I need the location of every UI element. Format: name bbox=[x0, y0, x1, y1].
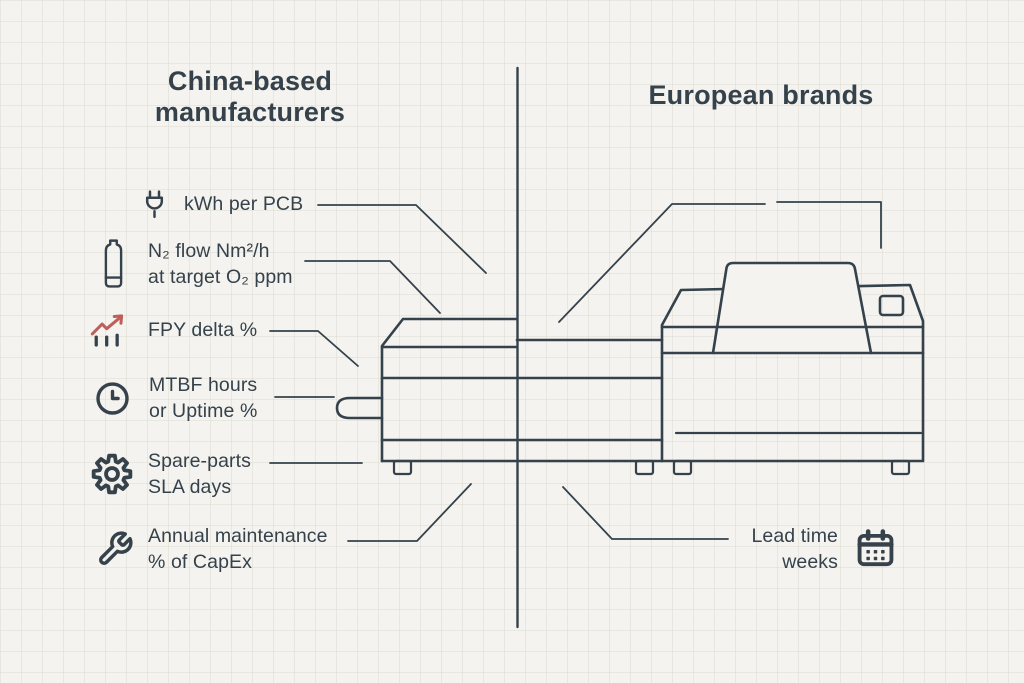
wrench-icon bbox=[99, 531, 133, 565]
reflow-oven-machine bbox=[335, 261, 925, 476]
calendar-icon bbox=[857, 529, 894, 567]
metric-label-line2: weeks bbox=[782, 551, 838, 573]
metric-label-line1: Spare-parts bbox=[148, 450, 251, 472]
metric-label: Spare-parts SLA days bbox=[148, 448, 251, 500]
gear-icon bbox=[91, 453, 133, 495]
metric-fpy-delta: FPY delta % bbox=[88, 313, 257, 347]
metric-label-line1: N₂ flow Nm²/h bbox=[148, 240, 270, 262]
metric-spare-parts-sla: Spare-parts SLA days bbox=[91, 448, 251, 500]
metric-label-line2: % of CapEx bbox=[148, 551, 252, 573]
leader-euro-diagonal bbox=[558, 203, 766, 323]
metric-annual-maintenance: Annual maintenance % of CapEx bbox=[96, 523, 328, 575]
machine-display-panel bbox=[878, 294, 905, 317]
metric-label: N₂ flow Nm²/h at target O₂ ppm bbox=[148, 238, 293, 290]
leader-lines bbox=[269, 201, 882, 542]
plug-icon bbox=[145, 189, 164, 218]
machine-feet bbox=[392, 459, 911, 476]
metric-n2-flow: N₂ flow Nm²/h at target O₂ ppm bbox=[100, 238, 293, 290]
metric-label-line2: SLA days bbox=[148, 476, 232, 498]
metric-kwh-per-pcb: kWh per PCB bbox=[141, 188, 303, 220]
metric-label-line1: Annual maintenance bbox=[148, 525, 328, 547]
leader-fpy bbox=[269, 330, 359, 367]
metric-label: Lead time weeks bbox=[751, 523, 838, 575]
metric-mtbf: MTBF hours or Uptime % bbox=[94, 372, 257, 424]
machine-right-body bbox=[660, 283, 925, 463]
metric-label: FPY delta % bbox=[148, 319, 258, 341]
leader-maint bbox=[347, 483, 472, 542]
metric-label: MTBF hours or Uptime % bbox=[149, 372, 257, 424]
metric-label: Annual maintenance % of CapEx bbox=[148, 523, 328, 575]
metric-label-line2: or Uptime % bbox=[149, 400, 258, 422]
metric-label-line1: MTBF hours bbox=[149, 374, 258, 396]
metric-label: kWh per PCB bbox=[184, 193, 304, 215]
clock-icon bbox=[96, 381, 129, 415]
trend-chart-icon bbox=[90, 314, 124, 347]
leader-lead-time bbox=[562, 486, 729, 540]
leader-euro-bracket bbox=[776, 201, 882, 249]
leader-n2 bbox=[304, 260, 441, 314]
gas-bottle-icon bbox=[104, 239, 123, 288]
machine-hood bbox=[711, 261, 873, 355]
leader-kwh bbox=[317, 204, 487, 274]
metric-lead-time: Lead time weeks bbox=[600, 523, 898, 575]
title-china: China-based manufacturers bbox=[154, 66, 346, 127]
machine-left-module bbox=[380, 317, 519, 463]
metric-label-line2: at target O₂ ppm bbox=[148, 266, 293, 288]
title-european: European brands bbox=[648, 80, 874, 110]
metric-label-line1: Lead time bbox=[751, 525, 838, 547]
machine-conveyor-tab bbox=[335, 396, 384, 420]
